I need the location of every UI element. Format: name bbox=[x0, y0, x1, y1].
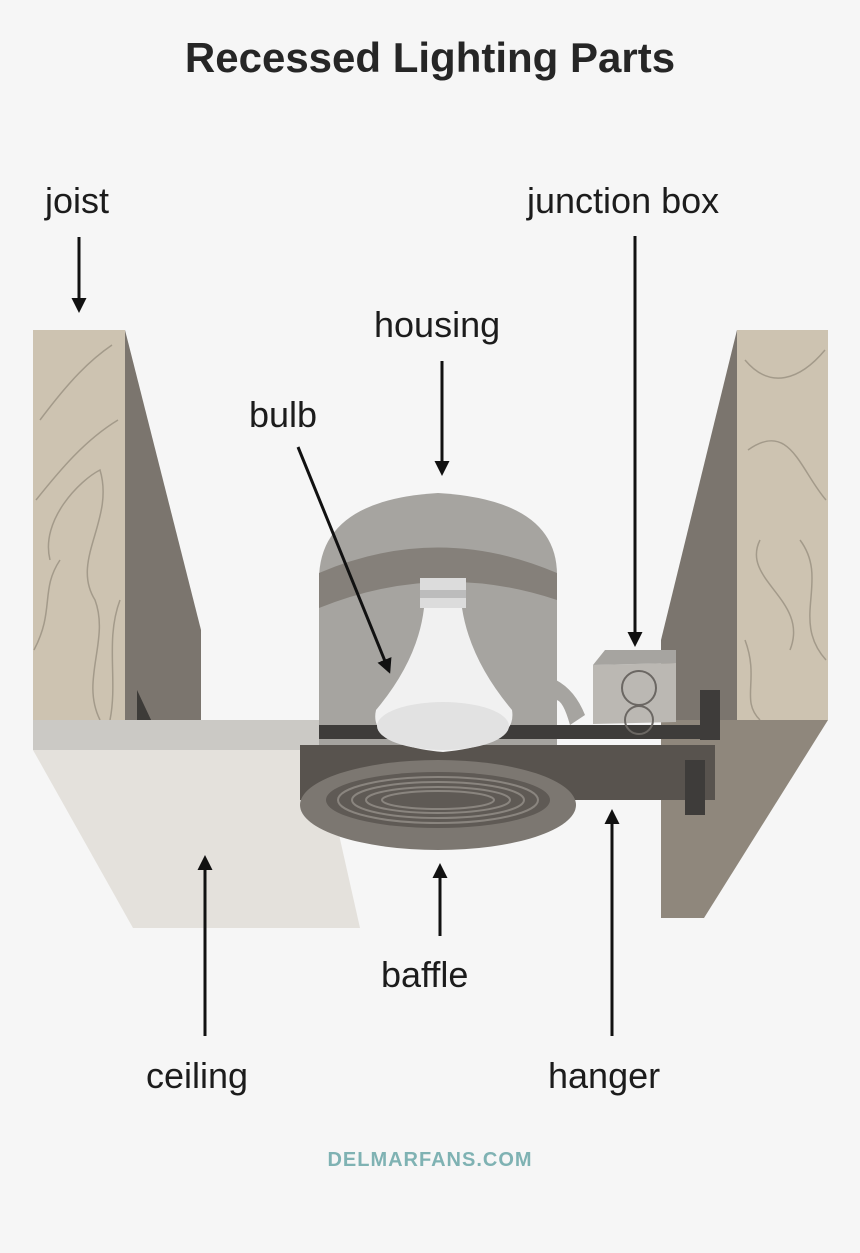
right-joist bbox=[661, 330, 828, 918]
label-bulb: bulb bbox=[249, 394, 318, 435]
bulb-arrow bbox=[296, 446, 392, 674]
label-housing: housing bbox=[374, 304, 501, 345]
site-credit: DELMARFANS.COM bbox=[327, 1149, 533, 1171]
baffle-trim bbox=[300, 760, 576, 850]
junction-box bbox=[556, 650, 676, 735]
label-hanger: hanger bbox=[548, 1055, 661, 1096]
left-joist bbox=[33, 330, 201, 722]
label-joist: joist bbox=[45, 180, 110, 221]
label-baffle: baffle bbox=[381, 954, 469, 995]
bulb bbox=[375, 578, 513, 752]
diagram-title: Recessed Lighting Parts bbox=[184, 34, 676, 81]
ceiling-drywall bbox=[33, 720, 360, 928]
label-ceiling: ceiling bbox=[146, 1055, 249, 1096]
label-junction-box: junction box bbox=[527, 180, 720, 221]
